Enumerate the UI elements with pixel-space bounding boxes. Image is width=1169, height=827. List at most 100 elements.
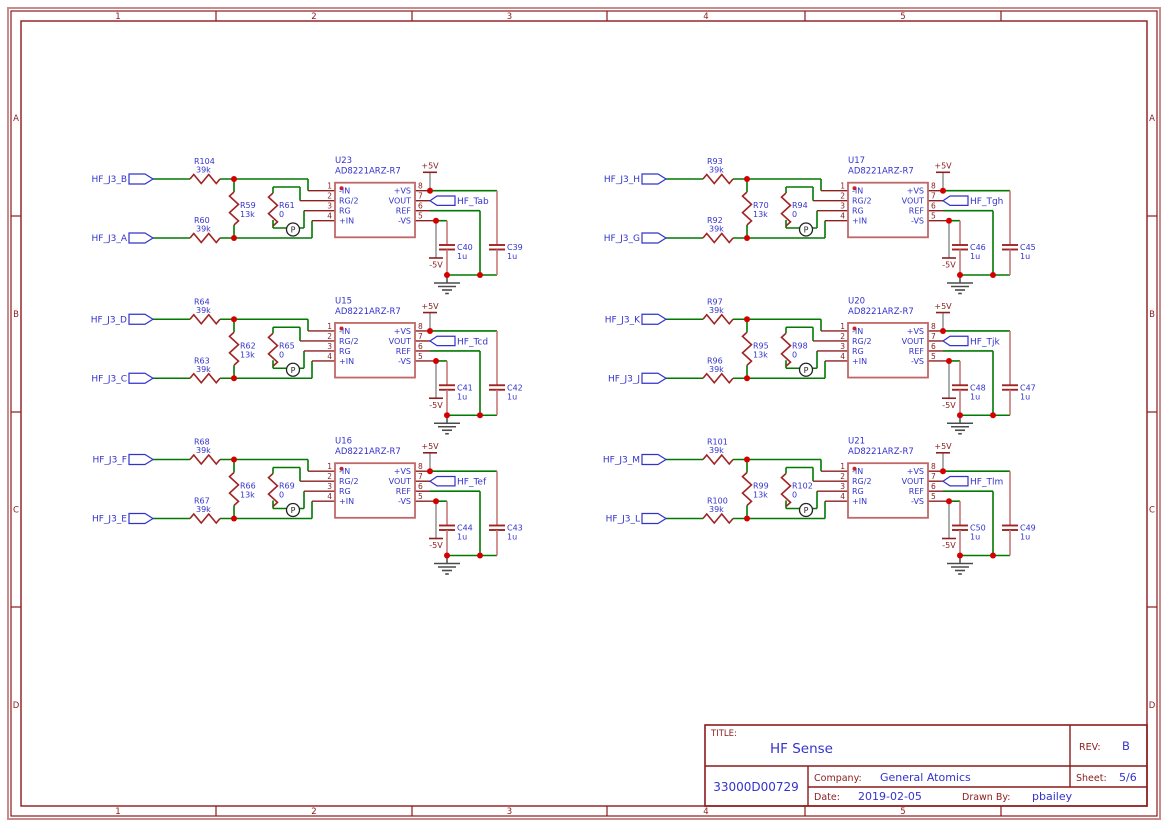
junction-dot bbox=[231, 375, 237, 382]
resistor-R63[interactable] bbox=[189, 372, 221, 384]
ic-pin-number: 8 bbox=[931, 322, 936, 331]
input-net-label: HF_J3_K bbox=[605, 315, 641, 325]
resistor-name: R68 bbox=[194, 438, 210, 447]
output-net-flag[interactable] bbox=[428, 475, 456, 487]
resistor-value: 39k bbox=[196, 505, 211, 514]
input-net-flag[interactable] bbox=[128, 173, 155, 185]
power-label-pos: +5V bbox=[934, 302, 952, 311]
output-net-flag[interactable] bbox=[941, 475, 969, 487]
ic-pin-number: 2 bbox=[327, 332, 332, 341]
ic-body-U16[interactable] bbox=[334, 462, 416, 519]
output-net-flag[interactable] bbox=[941, 195, 969, 206]
junction-dot bbox=[427, 187, 433, 194]
frame-column-label: 4 bbox=[703, 12, 708, 22]
resistor-R101[interactable] bbox=[702, 453, 734, 466]
resistor-R94[interactable] bbox=[780, 192, 792, 227]
output-net-flag[interactable] bbox=[941, 335, 969, 347]
ic-pin-name: RG/2 bbox=[852, 197, 872, 206]
ic-body-U15[interactable] bbox=[334, 322, 416, 379]
resistor-R68[interactable] bbox=[189, 453, 221, 466]
input-net-flag[interactable] bbox=[128, 453, 155, 466]
resistor-R69[interactable] bbox=[267, 472, 279, 508]
resistor-R61[interactable] bbox=[267, 192, 279, 227]
resistor-value: 0 bbox=[792, 350, 797, 359]
resistor-R67[interactable] bbox=[189, 512, 221, 525]
ic-pin-name: REF bbox=[909, 207, 925, 216]
ic-pin-number: 5 bbox=[418, 352, 423, 361]
resistor-R60[interactable] bbox=[189, 232, 221, 244]
resistor-value: 13k bbox=[240, 491, 255, 500]
frame-row-label: A bbox=[13, 114, 19, 124]
ic-body-U21[interactable] bbox=[847, 462, 929, 519]
input-net-flag[interactable] bbox=[128, 372, 155, 384]
input-net-flag[interactable] bbox=[641, 512, 668, 525]
resistor-value: 0 bbox=[279, 350, 284, 359]
input-net-flag[interactable] bbox=[641, 453, 668, 466]
capacitor-name: C44 bbox=[457, 524, 473, 533]
sheet-value: 5/6 bbox=[1119, 771, 1137, 784]
output-net-flag[interactable] bbox=[428, 335, 456, 347]
resistor-name: R99 bbox=[753, 482, 769, 491]
capacitor-name: C41 bbox=[457, 383, 473, 392]
resistor-R97[interactable] bbox=[702, 313, 734, 325]
resistor-R104[interactable] bbox=[189, 173, 221, 185]
resistor-R102[interactable] bbox=[780, 472, 792, 508]
ic-body-U17[interactable] bbox=[847, 181, 929, 239]
ic-pin-number: 5 bbox=[931, 492, 936, 501]
frame-band-border bbox=[10, 10, 1158, 817]
junction-dot bbox=[477, 552, 483, 559]
resistor-R65[interactable] bbox=[267, 332, 279, 367]
resistor-R66[interactable] bbox=[228, 471, 240, 507]
ic-pin-number: 4 bbox=[840, 492, 845, 501]
input-net-flag[interactable] bbox=[128, 232, 155, 244]
drawn-by-label: Drawn By: bbox=[962, 792, 1011, 803]
input-net-flag[interactable] bbox=[641, 173, 668, 185]
ic-pin-name: +VS bbox=[394, 327, 411, 336]
frame-inner-border bbox=[20, 20, 1148, 807]
resistor-R95[interactable] bbox=[741, 331, 753, 366]
resistor-R92[interactable] bbox=[702, 232, 734, 244]
output-net-flag[interactable] bbox=[428, 195, 456, 206]
output-net-label: HF_Tjk bbox=[970, 337, 1000, 347]
resistor-name: R101 bbox=[707, 438, 728, 447]
input-net-flag[interactable] bbox=[128, 512, 155, 525]
frame-column-label: 5 bbox=[900, 807, 905, 817]
resistor-value: 39k bbox=[709, 306, 724, 315]
input-net-flag[interactable] bbox=[641, 372, 668, 384]
resistor-R99[interactable] bbox=[741, 471, 753, 507]
resistor-R64[interactable] bbox=[189, 313, 221, 325]
input-net-label: HF_J3_H bbox=[604, 175, 640, 185]
resistor-name: R69 bbox=[279, 482, 295, 491]
resistor-name: R62 bbox=[240, 341, 256, 350]
p-marker-circle bbox=[798, 362, 814, 377]
resistor-R62[interactable] bbox=[228, 331, 240, 366]
input-net-label: HF_J3_A bbox=[92, 234, 128, 244]
ic-pin-name: RG bbox=[339, 487, 351, 496]
junction-dot bbox=[744, 235, 750, 241]
ic-pin-name: -IN bbox=[339, 187, 350, 196]
ic-pin-name: -IN bbox=[852, 187, 863, 196]
resistor-name: R95 bbox=[753, 341, 769, 350]
resistor-R93[interactable] bbox=[702, 173, 734, 185]
ic-body-U23[interactable] bbox=[334, 181, 416, 239]
resistor-R59[interactable] bbox=[228, 191, 240, 226]
ic-pin-number: 8 bbox=[931, 182, 936, 191]
input-net-flag[interactable] bbox=[128, 313, 155, 325]
resistor-name: R66 bbox=[240, 482, 256, 491]
capacitor-value: 1u bbox=[457, 392, 467, 401]
ic-pin-name: RG bbox=[852, 207, 864, 216]
frame-row-label: A bbox=[1149, 114, 1155, 124]
resistor-R98[interactable] bbox=[780, 332, 792, 367]
ic-body-U20[interactable] bbox=[847, 322, 929, 379]
junction-dot bbox=[990, 272, 996, 278]
resistor-R70[interactable] bbox=[741, 191, 753, 226]
input-net-flag[interactable] bbox=[641, 313, 668, 325]
resistor-R100[interactable] bbox=[702, 512, 734, 525]
ic-pin-name: -VS bbox=[911, 357, 924, 366]
capacitor-name: C50 bbox=[970, 524, 986, 533]
junction-dot bbox=[957, 552, 963, 559]
resistor-R96[interactable] bbox=[702, 372, 734, 384]
input-net-flag[interactable] bbox=[641, 232, 668, 244]
